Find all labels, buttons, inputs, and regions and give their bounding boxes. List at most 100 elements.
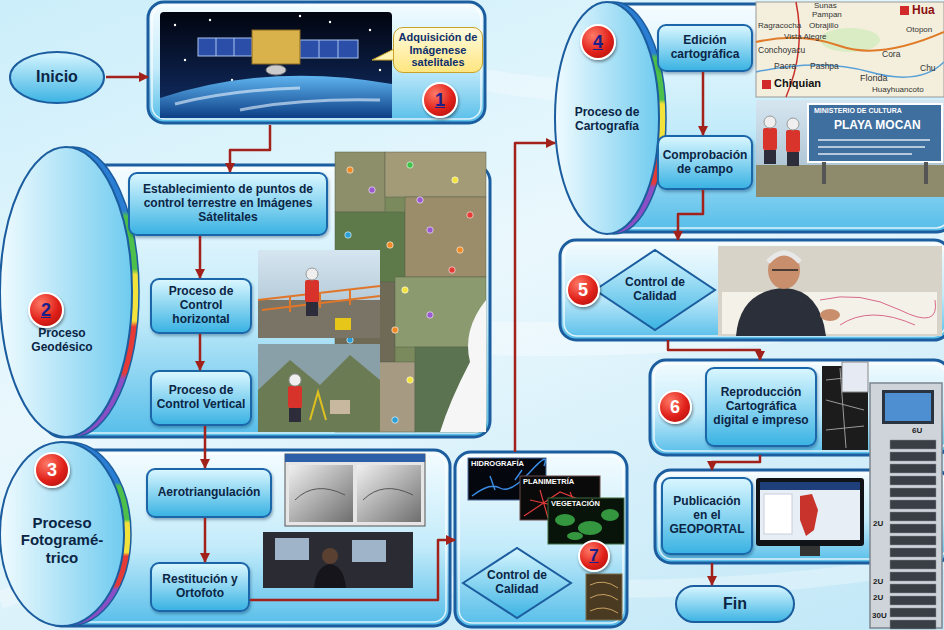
node-text: Reproducción Cartográfica digital e impr… xyxy=(705,367,817,447)
control-point xyxy=(387,242,393,248)
rack-unit xyxy=(890,440,936,449)
rack-unit xyxy=(890,488,936,497)
rack-unit xyxy=(890,536,936,545)
terrain-line xyxy=(295,489,413,500)
antenna xyxy=(266,65,286,75)
panel-illustration xyxy=(822,362,868,450)
glasses xyxy=(772,269,798,271)
flow-arrow xyxy=(712,455,760,470)
node-text: Restitución y Ortofoto xyxy=(155,573,245,601)
stereo-image xyxy=(289,465,353,522)
country-shape xyxy=(800,494,818,536)
node-text: Inicio xyxy=(20,68,94,86)
step-number-text: 6 xyxy=(660,392,690,422)
person-body xyxy=(763,128,777,150)
step-number: 3 xyxy=(34,452,70,488)
rack-unit xyxy=(890,620,936,629)
coast xyxy=(440,300,486,432)
star xyxy=(184,59,186,61)
node-text: Proceso Fotogramé- trico xyxy=(12,514,112,566)
person-body xyxy=(305,280,319,302)
process-box: Proceso de Control Vertical xyxy=(150,370,252,426)
rack-unit-label: 2U xyxy=(873,578,883,586)
place-name: Chiquian xyxy=(774,78,821,89)
star xyxy=(299,15,301,17)
place-name: Conchoyacu xyxy=(758,46,805,55)
control-point xyxy=(427,227,433,233)
person-legs xyxy=(306,302,318,316)
operator-head xyxy=(322,548,338,564)
map-river xyxy=(756,62,944,77)
rack-unit xyxy=(890,476,936,485)
control-point xyxy=(452,177,458,183)
rack-unit xyxy=(890,500,936,509)
field-photo xyxy=(258,250,380,338)
solar-panel xyxy=(198,38,252,56)
process-box: Establecimiento de puntos de control ter… xyxy=(128,172,328,236)
control-point xyxy=(402,287,408,293)
place-name: Obrajillo xyxy=(809,22,838,30)
rack-unit-label: 2U xyxy=(873,594,883,602)
control-point xyxy=(407,377,413,383)
image-tile xyxy=(335,152,385,212)
layer-name: PLANIMETRÍA xyxy=(523,478,574,486)
flow-arrow xyxy=(678,190,703,240)
rack-unit xyxy=(890,572,936,581)
step-number: 6 xyxy=(658,390,692,424)
geoportal-screen xyxy=(760,482,860,540)
map-image xyxy=(756,2,944,97)
panel-illustration xyxy=(263,454,425,588)
monitor xyxy=(756,478,864,546)
terminal-ellipse xyxy=(10,52,104,103)
monitor xyxy=(275,538,309,560)
vegetation-patch xyxy=(578,521,602,535)
node-text: Establecimiento de puntos de control ter… xyxy=(133,183,323,224)
man-jacket xyxy=(736,288,826,336)
control-point xyxy=(347,167,353,173)
control-point xyxy=(392,417,398,423)
earth xyxy=(160,76,392,118)
rack-unit-label: 6U xyxy=(912,427,922,435)
control-point xyxy=(369,187,375,193)
man-hair xyxy=(768,253,800,262)
tripod xyxy=(310,392,326,420)
screen-sidebar xyxy=(764,494,792,534)
person-legs xyxy=(289,408,301,422)
process-box: Proceso de Control horizontal xyxy=(150,278,252,334)
panel-body xyxy=(455,452,627,627)
place-name: Chu xyxy=(920,64,936,73)
flow-arrow xyxy=(199,334,202,370)
node-text: Proceso de Cartografía xyxy=(561,106,653,134)
office-photo xyxy=(718,246,942,336)
step-number-text: 2 xyxy=(30,294,62,326)
place-name: Cora xyxy=(882,50,900,59)
sign-text: MINISTERIO DE CULTURA xyxy=(814,107,902,114)
step-number: 1 xyxy=(422,82,458,118)
flow-arrow xyxy=(668,340,760,360)
space-photo xyxy=(160,12,392,118)
place-name: Vista Alegre xyxy=(784,33,827,41)
panel-illustration xyxy=(718,246,942,336)
stereo-image xyxy=(357,465,421,522)
sign-post xyxy=(822,162,826,184)
mountain xyxy=(258,355,380,432)
rack-unit-label: 2U xyxy=(873,520,883,528)
process-panel: 4Edición cartográficaComprobación de cam… xyxy=(555,0,944,236)
control-point xyxy=(457,247,463,253)
field-photo-ground xyxy=(756,165,944,197)
star xyxy=(369,29,371,31)
terminal-pill xyxy=(676,586,794,622)
vegetation-patch xyxy=(555,514,575,526)
panel-illustration xyxy=(160,12,396,118)
node-text: Control de Calidad xyxy=(479,569,555,597)
person-body xyxy=(288,386,302,408)
step-number-text: 5 xyxy=(568,275,598,305)
rack-unit-label: 30U xyxy=(872,612,887,620)
step-number: 5 xyxy=(566,273,600,307)
drum-face xyxy=(0,147,132,437)
flow-arrow xyxy=(515,143,555,452)
place-name: Hua xyxy=(912,4,935,16)
star xyxy=(209,19,211,21)
printed-map xyxy=(842,362,868,392)
rack-unit xyxy=(890,608,936,617)
